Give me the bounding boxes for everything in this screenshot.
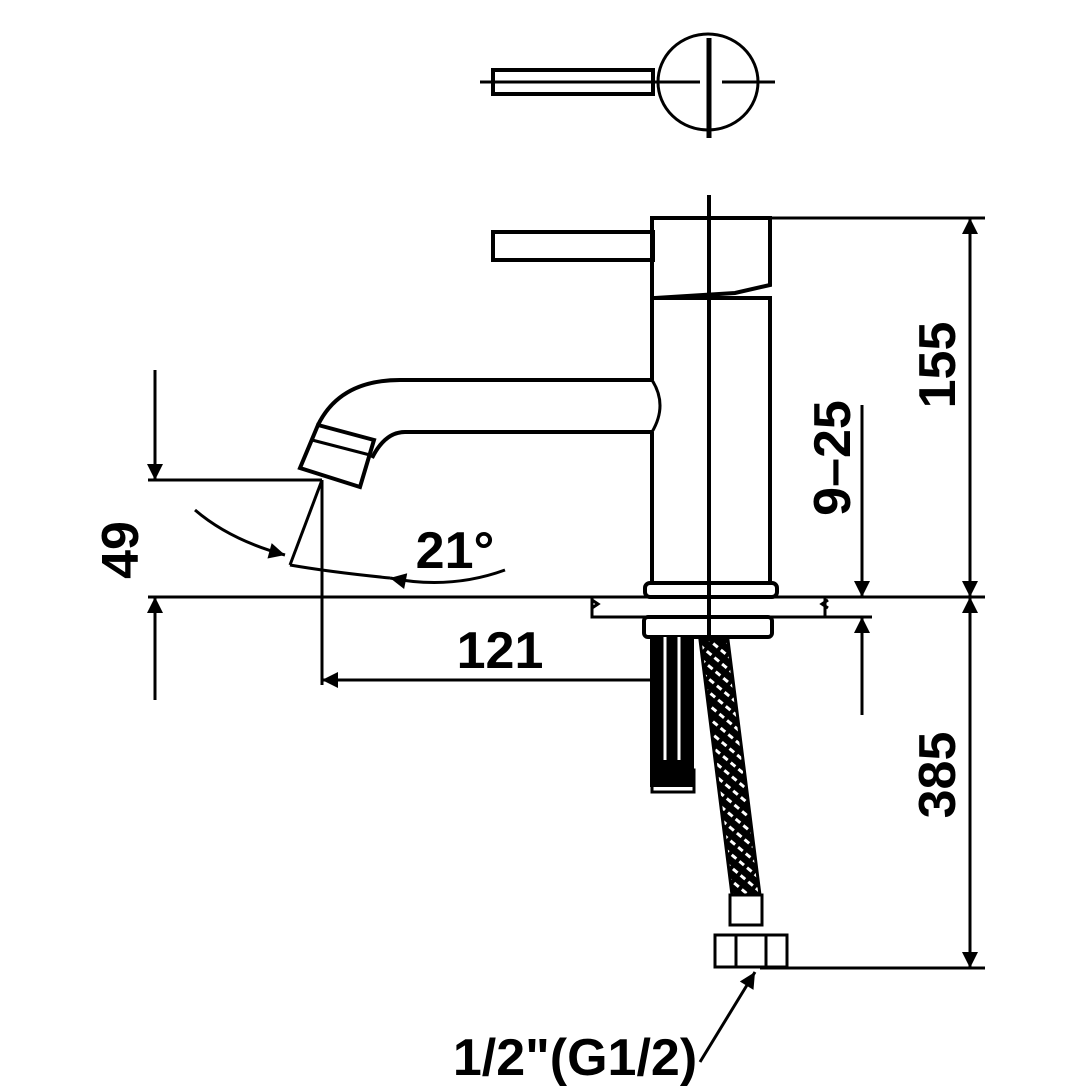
dim-total-height: 155 [909, 322, 967, 409]
dim-counter-thickness: 9–25 [804, 400, 862, 516]
dimension-lines [147, 216, 985, 1063]
side-view [148, 195, 985, 969]
dim-spout-angle: 21° [416, 522, 495, 580]
top-view [480, 32, 775, 138]
dim-spout-height: 49 [92, 521, 150, 579]
dim-spout-reach: 121 [457, 622, 544, 680]
connection-size-label: 1/2"(G1/2) [453, 1029, 697, 1087]
dim-hose-length: 385 [909, 732, 967, 819]
